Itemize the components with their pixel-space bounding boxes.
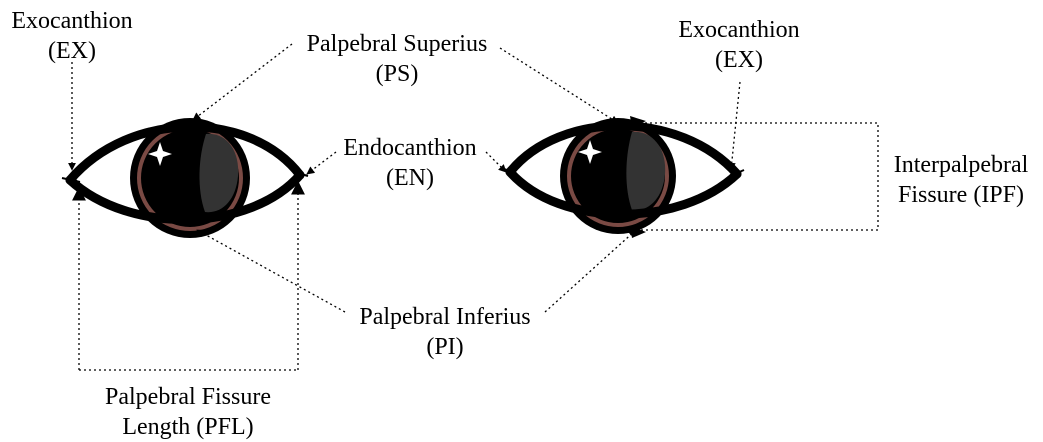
label-palpebral-superius-name: Palpebral Superius (288, 29, 506, 59)
label-interpalpebral-line1: Interpalpebral (882, 150, 1040, 180)
label-pfl-line1: Palpebral Fissure (88, 382, 288, 412)
left-eye (62, 118, 308, 238)
label-palpebral-fissure-length: Palpebral Fissure Length (PFL) (88, 382, 288, 442)
label-endocanthion-name: Endocanthion (334, 133, 486, 163)
label-endocanthion: Endocanthion (EN) (334, 133, 486, 193)
right-eye (502, 118, 744, 234)
arrow-pi-right (545, 230, 636, 312)
arrow-ps-right (500, 48, 618, 123)
label-interpalpebral-line2: Fissure (IPF) (882, 180, 1040, 210)
label-palpebral-superius-abbr: (PS) (288, 59, 506, 89)
label-palpebral-inferius-abbr: (PI) (345, 332, 545, 362)
arrow-en-left (307, 152, 336, 174)
label-exocanthion-right-abbr: (EX) (673, 45, 805, 75)
label-exocanthion-right: Exocanthion (EX) (673, 15, 805, 75)
label-exocanthion-left-abbr: (EX) (6, 36, 138, 66)
label-interpalpebral-fissure: Interpalpebral Fissure (IPF) (882, 150, 1040, 210)
arrow-pi-left (197, 230, 345, 312)
label-exocanthion-left: Exocanthion (EX) (6, 6, 138, 66)
label-palpebral-superius: Palpebral Superius (PS) (288, 29, 506, 89)
label-palpebral-inferius-name: Palpebral Inferius (345, 302, 545, 332)
label-endocanthion-abbr: (EN) (334, 163, 486, 193)
arrow-exocanthion-right (731, 82, 740, 170)
label-palpebral-inferius: Palpebral Inferius (PI) (345, 302, 545, 362)
label-exocanthion-left-name: Exocanthion (6, 6, 138, 36)
label-pfl-line2: Length (PFL) (88, 412, 288, 442)
arrow-ps-left (193, 44, 292, 120)
label-exocanthion-right-name: Exocanthion (673, 15, 805, 45)
